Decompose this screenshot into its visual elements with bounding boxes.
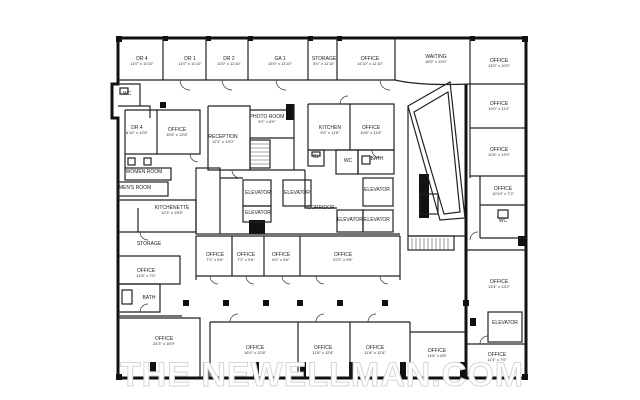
- room-label-dr4b: DR 4: [131, 125, 143, 131]
- room-label-office2: OFFICE: [490, 58, 509, 64]
- room-label-office14: OFFICE: [155, 336, 174, 342]
- room-label-elev1: ELEVATOR: [245, 190, 271, 196]
- room-label-elev7: ELEVATOR: [492, 320, 518, 326]
- room-label-office11: OFFICE: [334, 252, 353, 258]
- room-label-kitchen: KITCHEN: [319, 125, 341, 131]
- room-label-kitchenette: KITCHENETTE: [155, 205, 190, 211]
- room-label-elev3: ELEVATOR: [364, 187, 390, 193]
- room-label-office13: OFFICE: [490, 279, 509, 285]
- room-dimension-dr4a: 11'0" x 11'10": [130, 61, 154, 66]
- room-labels: DR 411'0" x 11'10"DR 111'0" x 11'10"DR 2…: [119, 54, 518, 362]
- room-dimension-office11: 22'2" x 9'6": [333, 257, 353, 262]
- room-label-bath1: BATH: [371, 156, 384, 162]
- watermark: THE NEWELLMAN.COM: [120, 356, 524, 394]
- room-label-office15: OFFICE: [246, 345, 265, 351]
- room-dimension-office9: 7'2" x 9'6": [237, 257, 255, 262]
- room-dimension-office13: 13'4" x 13'2": [488, 284, 511, 289]
- room-label-women: WOMEN ROOM: [126, 169, 163, 175]
- room-label-storage1: STORAGE: [312, 56, 337, 62]
- room-label-office17: OFFICE: [366, 345, 385, 351]
- room-label-office16: OFFICE: [314, 345, 333, 351]
- room-label-ga1: GA 1: [274, 56, 285, 62]
- room-dimension-waiting: 18'9" x 10'0": [425, 59, 448, 64]
- room-dimension-office5: 10'8" x 11'5": [360, 130, 382, 135]
- room-dimension-photo: 9'2" x 6'9": [258, 119, 276, 124]
- room-label-dr4a: DR 4: [136, 56, 148, 62]
- room-label-office5: OFFICE: [362, 125, 381, 131]
- room-label-dr1: DR 1: [184, 56, 196, 62]
- room-dimension-office12: 14'8" x 7'0": [136, 273, 156, 278]
- room-label-elev6: ELEVATOR: [364, 217, 390, 223]
- room-label-men: MEN'S ROOM: [119, 185, 151, 191]
- room-label-corridor: CORRIDOR: [307, 205, 335, 211]
- room-dimension-dr2: 10'0" x 11'10": [217, 61, 241, 66]
- room-label-office19: OFFICE: [488, 352, 507, 358]
- room-dimension-kitchen: 9'0" x 11'5": [320, 130, 340, 135]
- room-label-office3: OFFICE: [490, 101, 509, 107]
- fixtures: [119, 87, 509, 305]
- room-label-wc1: WC: [123, 91, 132, 97]
- room-dimension-office16: 11'8" x 12'8": [312, 350, 334, 355]
- room-dimension-dr4b: 8'10" x 12'6": [126, 130, 149, 135]
- room-label-storage2: STORAGE: [137, 241, 162, 247]
- room-label-elev2: ELEVATOR: [284, 190, 310, 196]
- room-dimension-office6: 10'6" x 13'0": [488, 152, 511, 157]
- room-label-wc3: WC: [499, 218, 508, 224]
- room-label-elev5: ELEVATOR: [337, 217, 363, 223]
- room-dimension-kitchenette: 12'3" x 15'5": [161, 210, 184, 215]
- room-dimension-dr1: 11'0" x 11'10": [178, 61, 202, 66]
- room-dimension-office10: 8'0" x 9'6": [272, 257, 290, 262]
- room-label-elev4: ELEVATOR: [245, 210, 271, 216]
- room-label-cl1: CL: [313, 154, 320, 160]
- exterior-walls: [110, 36, 528, 380]
- room-dimension-storage1: 5'0" x 11'10": [313, 61, 335, 66]
- room-dimension-office8: 7'2" x 9'6": [206, 257, 224, 262]
- room-dimension-office14: 24'3" x 16'9": [153, 341, 176, 346]
- room-label-office10: OFFICE: [272, 252, 291, 258]
- room-label-dr2: DR 2: [223, 56, 235, 62]
- room-dimension-ga1: 15'0" x 11'10": [268, 61, 292, 66]
- room-label-office4: OFFICE: [168, 127, 187, 133]
- room-dimension-office15: 16'0" x 12'8": [244, 350, 267, 355]
- room-dimension-office18: 14'6" x 8'5": [427, 353, 447, 358]
- room-dimension-office4: 10'6" x 12'6": [166, 132, 189, 137]
- columns: [116, 36, 528, 380]
- room-dimension-office3: 10'0" x 11'0": [488, 106, 510, 111]
- room-label-wc2: WC: [344, 158, 353, 164]
- room-label-office7: OFFICE: [494, 186, 513, 192]
- room-label-waiting: WAITING: [425, 54, 446, 60]
- room-label-cl2: CL: [421, 179, 428, 185]
- stairs: [249, 139, 455, 251]
- room-label-bath2: BATH: [143, 295, 156, 301]
- room-label-office6: OFFICE: [490, 147, 509, 153]
- room-label-office12: OFFICE: [137, 268, 156, 274]
- room-dimension-office19: 11'4" x 7'0": [487, 357, 507, 362]
- room-label-photo: PHOTO ROOM: [250, 114, 285, 120]
- room-label-office9: OFFICE: [237, 252, 256, 258]
- room-dimension-office2: 13'0" x 10'0": [488, 63, 511, 68]
- room-dimension-office17: 11'8" x 12'8": [364, 350, 386, 355]
- room-label-office18: OFFICE: [428, 348, 447, 354]
- room-dimension-office7: 10'10" x 7'2": [492, 191, 515, 196]
- room-label-office1: OFFICE: [361, 56, 380, 62]
- doors: [139, 79, 489, 345]
- room-label-office8: OFFICE: [206, 252, 225, 258]
- room-label-reception: RECEPTION: [208, 134, 238, 140]
- room-dimension-reception: 12'1" x 13'0": [212, 139, 235, 144]
- room-dimension-office1: 14'10" x 11'10": [357, 61, 384, 66]
